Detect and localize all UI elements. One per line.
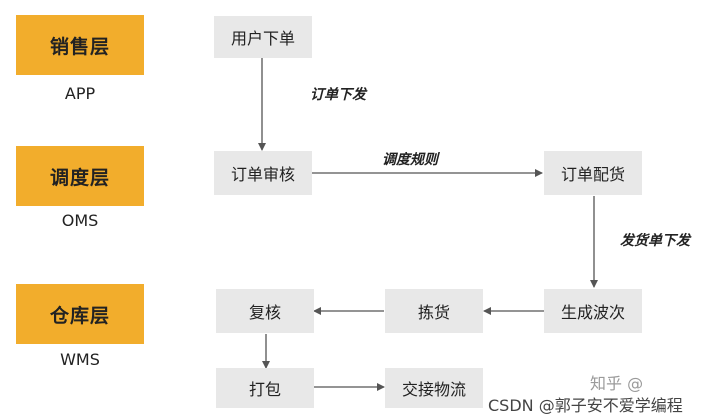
watermark-faint: 知乎 @ [590, 374, 644, 393]
node-place-order: 用户下单 [214, 16, 312, 58]
layer-dispatch: 调度层 [16, 146, 144, 206]
node-packing: 打包 [216, 368, 314, 408]
node-picking: 拣货 [385, 289, 483, 333]
node-order-review: 订单审核 [214, 151, 312, 195]
system-app: APP [64, 84, 96, 103]
system-oms: OMS [61, 211, 99, 230]
node-recheck: 复核 [216, 289, 314, 333]
edge-label-dispatch-rule: 调度规则 [382, 152, 438, 168]
layer-warehouse: 仓库层 [16, 284, 144, 344]
node-generate-batch: 生成波次 [544, 289, 642, 333]
system-wms: WMS [60, 350, 100, 369]
edge-label-delivery-order-dispatch: 发货单下发 [620, 233, 690, 249]
layer-sales: 销售层 [16, 15, 144, 75]
watermark-csdn: CSDN @郭子安不爱学编程 [488, 396, 683, 415]
edge-label-order-dispatch: 订单下发 [310, 87, 366, 103]
node-order-allocation: 订单配货 [544, 151, 642, 195]
node-handover: 交接物流 [385, 368, 483, 408]
